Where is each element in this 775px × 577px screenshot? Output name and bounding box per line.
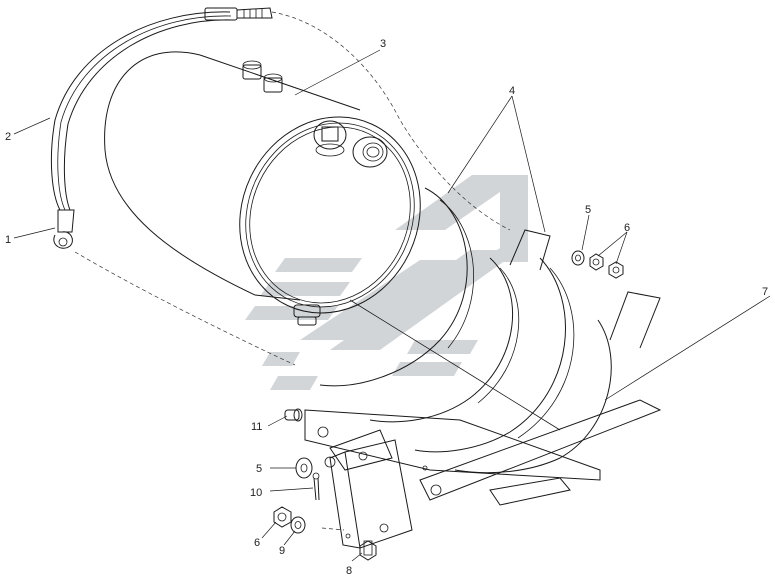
bolt-8 <box>359 540 377 561</box>
washer-5-left <box>295 457 313 479</box>
assembly-path-bolt <box>321 527 345 531</box>
washer-9 <box>290 516 306 534</box>
support-bracket <box>324 429 413 549</box>
callout-6-left: 6 <box>254 537 260 549</box>
assembly-path-clevis <box>74 251 296 366</box>
tank-port-right <box>352 136 388 168</box>
strap-end-fitting <box>204 7 238 21</box>
clevis-pin <box>53 231 73 249</box>
nut-6-right-b <box>608 261 624 279</box>
nut-6-left <box>273 506 292 528</box>
tank-end-cap <box>239 116 421 314</box>
tank-strap <box>50 7 273 249</box>
leader-lines <box>13 49 771 562</box>
callout-3: 3 <box>380 38 386 50</box>
bracket-assembly <box>304 229 662 506</box>
callout-2: 2 <box>5 131 11 143</box>
callout-6-right: 6 <box>624 222 630 234</box>
cotter-pin-10 <box>312 472 320 501</box>
pin-11 <box>284 408 303 422</box>
callout-7: 7 <box>762 286 768 298</box>
air-tank <box>104 51 421 326</box>
callout-11: 11 <box>251 421 262 433</box>
washer-5-right <box>571 250 585 266</box>
nut-6-right-a <box>589 253 604 271</box>
callout-5-left: 5 <box>256 463 262 475</box>
tank-port-left <box>313 120 347 157</box>
drain-fitting <box>293 304 321 326</box>
strap-threaded-end <box>236 7 273 19</box>
callout-8: 8 <box>346 565 352 577</box>
callout-9: 9 <box>279 545 285 557</box>
mounting-bands <box>319 187 612 474</box>
callout-10: 10 <box>250 487 262 499</box>
assembly-path-strap <box>271 11 511 231</box>
callout-5-right: 5 <box>585 204 591 216</box>
callout-1: 1 <box>5 234 11 246</box>
callout-4: 4 <box>509 85 515 97</box>
watermark-logo <box>245 175 528 390</box>
tank-top-fittings <box>242 60 283 93</box>
